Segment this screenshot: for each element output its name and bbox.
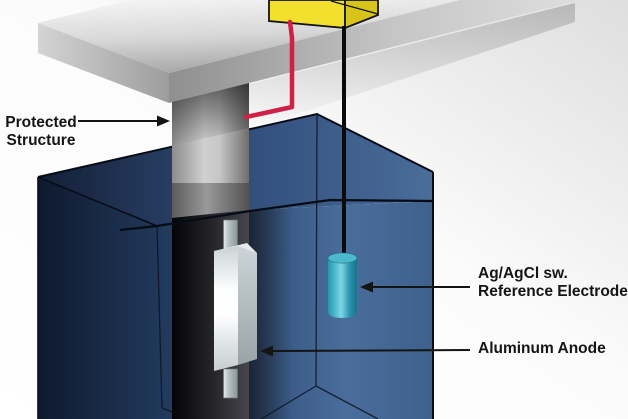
- positive-wire: [243, 19, 295, 120]
- protected-structure-label-line1: Protected: [5, 114, 77, 131]
- aluminum-anode-arrow-line: [272, 349, 471, 352]
- waterline-edge: [119, 198, 434, 232]
- protected-structure-arrowhead-icon: [157, 115, 170, 127]
- anode-front-face: [214, 246, 238, 371]
- deck-front-right-face: [169, 0, 580, 103]
- reference-electrode-arrowhead-icon: [360, 281, 373, 293]
- junction-box-top-edge: [330, 0, 379, 15]
- protected-structure-label-line2: Structure: [7, 132, 76, 149]
- pile-waterline-band: [172, 183, 249, 218]
- reference-electrode-label-line1: Ag/AgCl sw.: [478, 265, 568, 282]
- anode-right-face: [238, 246, 257, 365]
- aluminum-anode-assembly: [214, 219, 257, 399]
- anode-mounting-strap-bottom: [223, 368, 238, 399]
- water-back-vertical-edge: [315, 113, 318, 387]
- aluminum-anode-arrowhead-icon: [260, 345, 273, 357]
- pile-underwater-shadow-fade: [249, 206, 293, 419]
- aluminum-anode-label: Aluminum Anode: [478, 340, 606, 357]
- annotation-arrows: [78, 115, 471, 357]
- electrode-body: [328, 258, 357, 318]
- reference-electrode-label-line2: Reference Electrode: [478, 283, 628, 300]
- water-bottom-right-edge: [315, 385, 379, 419]
- deck-front-left-face: [38, 23, 169, 103]
- pile-under-deck-shadow: [172, 83, 249, 146]
- water-upper-left-edge: [37, 176, 158, 227]
- under-deck-shadow: [249, 3, 575, 130]
- reference-electrode: [327, 252, 358, 318]
- annotation-labels: Protected Structure Ag/AgCl sw. Referenc…: [5, 114, 628, 357]
- electrode-top-cap: [327, 252, 358, 264]
